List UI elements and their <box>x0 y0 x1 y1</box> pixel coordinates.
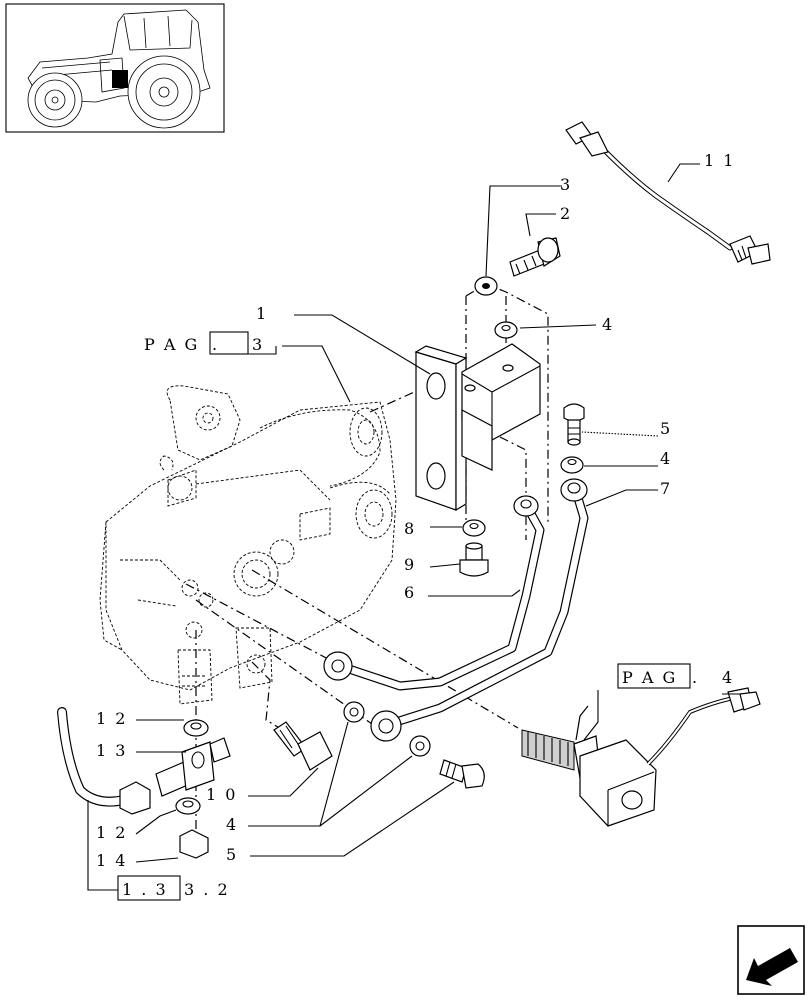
callout-9: 9 <box>404 555 416 574</box>
washer-4-lower-left <box>343 701 365 723</box>
svg-text:.: . <box>692 668 699 687</box>
ref-pag-4[interactable]: P A G . 4 <box>617 663 734 689</box>
mounting-bracket <box>414 343 541 512</box>
solenoid-valve <box>521 687 761 827</box>
callout-1: 1 <box>256 304 268 323</box>
svg-text:P A G: P A G <box>144 335 199 354</box>
svg-text:3 . 2: 3 . 2 <box>184 880 230 899</box>
washer-4-right <box>560 456 584 474</box>
svg-text:3: 3 <box>252 335 264 354</box>
washer-12-bottom <box>175 797 201 815</box>
harness-11 <box>565 121 771 265</box>
ref-1-33-2[interactable]: 1 . 3 3 . 2 <box>117 875 230 901</box>
callout-11: 1 1 <box>704 151 735 170</box>
callout-14: 1 4 <box>96 851 127 870</box>
svg-text:1 . 3: 1 . 3 <box>122 880 168 899</box>
highlight-marker <box>112 70 128 88</box>
washer-8 <box>462 519 486 537</box>
svg-text:.: . <box>212 335 219 354</box>
washer-3 <box>474 276 498 296</box>
tractor-thumbnail <box>5 3 225 133</box>
valve-body <box>99 385 397 705</box>
callout-5-top: 5 <box>660 419 672 438</box>
callout-3: 3 <box>560 175 572 194</box>
fitting-assembly <box>57 707 231 859</box>
callout-12-top: 1 2 <box>96 709 127 728</box>
washer-4-lower-right <box>409 735 431 757</box>
callout-13: 1 3 <box>96 741 127 760</box>
callout-12-bottom: 1 2 <box>96 823 127 842</box>
callout-5-bottom: 5 <box>226 845 238 864</box>
svg-text:4: 4 <box>722 668 734 687</box>
plug-9 <box>459 542 489 577</box>
pipe-7 <box>370 478 589 742</box>
callout-7: 7 <box>660 479 672 498</box>
ref-pag-3[interactable]: P A G . 3 <box>144 331 277 355</box>
callout-6: 6 <box>404 583 416 602</box>
arrow-return-icon[interactable] <box>737 925 805 995</box>
banjo-bolt-5-top <box>563 403 585 446</box>
bolt-2 <box>509 237 561 277</box>
pipe-6 <box>323 495 545 691</box>
bolt-10 <box>273 721 333 771</box>
callout-numbers: 3 2 1 4 5 4 7 8 9 6 1 1 1 2 1 3 1 0 1 2 … <box>96 151 735 870</box>
callout-10: 1 0 <box>206 785 237 804</box>
callout-4-bottom: 4 <box>226 815 238 834</box>
leader-lines <box>87 163 740 891</box>
callout-8: 8 <box>404 519 416 538</box>
washer-4-top <box>494 321 518 339</box>
washer-12-top <box>183 719 209 737</box>
svg-text:P A G: P A G <box>622 668 677 687</box>
callout-2: 2 <box>560 204 572 223</box>
callout-4-top: 4 <box>602 315 614 334</box>
callout-4-right: 4 <box>660 449 672 468</box>
banjo-bolt-5-lower <box>439 759 485 789</box>
